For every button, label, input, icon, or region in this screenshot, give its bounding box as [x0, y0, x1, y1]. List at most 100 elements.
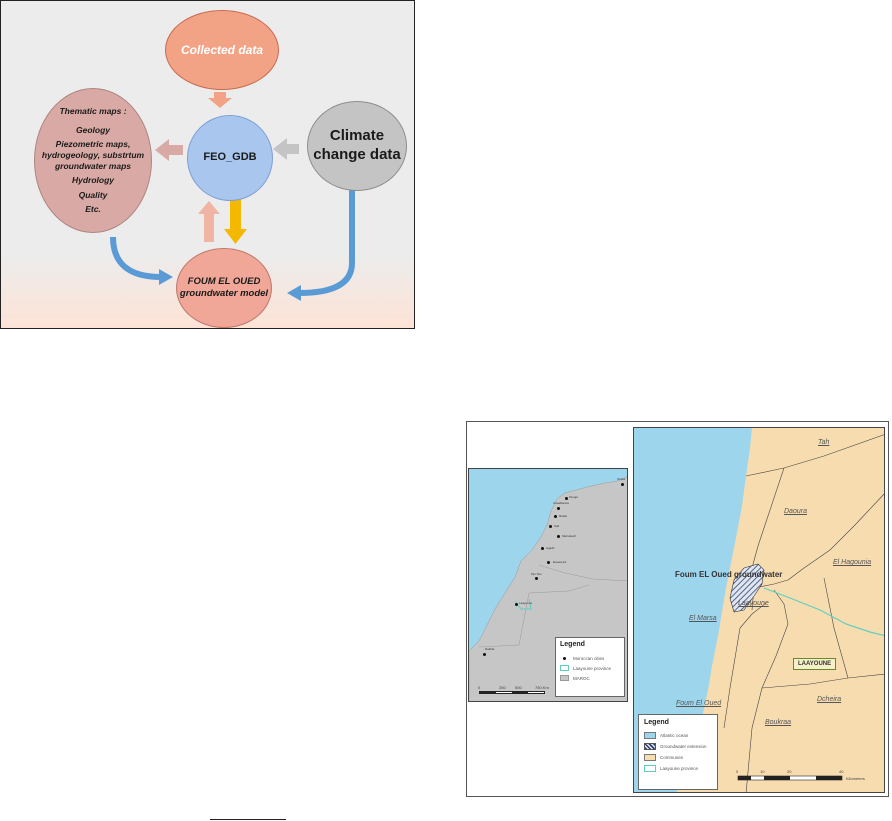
city-label: Casablanca: [553, 501, 569, 505]
city-label: Tanger: [569, 495, 579, 499]
groundwater-swatch-icon: [644, 743, 656, 750]
inset-legend-label: Laayoune province: [573, 665, 612, 671]
thematic-maps-node: Thematic maps : Geology Piezometric maps…: [34, 88, 152, 233]
city-label: Essaouira: [553, 560, 567, 564]
province-boundary: [763, 587, 884, 637]
arrow-climate-to-model: [298, 179, 355, 296]
climate-change-data-label: Climate change data: [313, 127, 401, 163]
map-figure: Oujda Tanger Casablanca Rabat Safi Marra…: [466, 421, 889, 797]
inset-province-outline: [514, 598, 532, 610]
place-label: Laayoune: [738, 600, 769, 607]
inset-legend-label: Moroccan cities: [573, 656, 605, 661]
inset-legend-title: Legend: [560, 641, 585, 648]
city-label: Safi: [554, 524, 560, 528]
province-swatch-icon: [560, 665, 569, 671]
city-marker: [621, 483, 624, 486]
flow-arrows: [110, 92, 355, 301]
groundwater-extension-area: [729, 563, 765, 613]
ocean-swatch-icon: [644, 732, 656, 739]
inset-legend: Legend Moroccan cities Laayoune province…: [555, 637, 625, 697]
inset-scale-label: 500: [515, 685, 522, 690]
city-label: Agadir: [546, 546, 555, 550]
collected-data-label: Collected data: [180, 42, 264, 57]
inset-scale-bar: [479, 691, 545, 694]
city-marker: [557, 507, 560, 510]
province-label: LAAYOUNE: [793, 658, 837, 670]
main-legend: Legend Atlantic ocean Groundwater extens…: [638, 714, 718, 790]
arrow-collected-to-db: [208, 92, 232, 108]
thematic-map-item: Geology: [75, 124, 110, 135]
main-map-graphic: [634, 428, 884, 792]
maroc-swatch-icon: [560, 675, 569, 681]
city-label: Tan Tan: [531, 572, 542, 576]
city-marker: [554, 515, 557, 518]
inset-scale-label: 250: [499, 685, 506, 690]
city-marker: [565, 497, 568, 500]
groundwater-model-label: FOUM EL OUED groundwater model: [179, 276, 269, 299]
place-label: Daoura: [784, 508, 807, 515]
database-node: FEO_GDB: [187, 115, 273, 201]
groundwater-model-node: FOUM EL OUED groundwater model: [176, 248, 272, 328]
city-marker: [483, 653, 486, 656]
inset-legend-item: Moroccan cities: [560, 656, 620, 661]
place-label: El Marsa: [689, 615, 717, 622]
communes-swatch-icon: [644, 754, 656, 761]
main-map: Foum EL Oued groundwater Tah Daoura El H…: [633, 427, 885, 793]
arrow-model-to-db: [198, 201, 220, 242]
database-label: FEO_GDB: [203, 151, 257, 164]
collected-data-node: Collected data: [165, 10, 279, 90]
place-label: Dcheira: [817, 696, 842, 703]
thematic-map-item: Quality: [78, 189, 108, 200]
footnote-rule: [210, 819, 286, 820]
city-label: Oujda: [617, 477, 626, 481]
main-legend-item: Groundwater extension: [644, 743, 712, 750]
main-legend-item: Laayoune province: [644, 765, 712, 772]
city-marker: [557, 535, 560, 538]
climate-change-data-node: Climate change data: [307, 101, 407, 191]
thematic-map-item: Hydrology: [71, 175, 115, 186]
main-scale-label: 40: [839, 769, 844, 774]
arrow-db-to-model: [224, 197, 247, 244]
city-label: Dakhla: [485, 647, 495, 651]
main-scale-label: 10: [760, 769, 765, 774]
city-marker: [535, 577, 538, 580]
province-swatch-icon: [644, 765, 656, 772]
thematic-maps-list: Thematic maps : Geology Piezometric maps…: [35, 102, 151, 219]
inset-legend-item: MAROC: [560, 675, 620, 681]
inset-scale-label: 0: [478, 685, 481, 690]
place-label: Boukraa: [765, 719, 792, 726]
city-dot-icon: [563, 657, 566, 660]
thematic-map-item: Piezometric maps, hydrogeology, substrtu…: [41, 139, 145, 171]
main-legend-label: Communes: [660, 755, 684, 760]
inset-borders: [538, 564, 627, 582]
main-scale-label: Kilometers: [846, 776, 865, 781]
arrow-thematic-to-model: [110, 236, 162, 280]
city-label: Rabat: [559, 514, 568, 518]
main-scale-label: 0: [736, 769, 739, 774]
city-label: Laayoune: [519, 601, 533, 605]
arrow-db-to-thematic: [155, 139, 183, 161]
main-legend-title: Legend: [644, 719, 669, 726]
inset-legend-label: MAROC: [573, 675, 590, 681]
main-legend-item: Atlantic ocean: [644, 732, 712, 739]
city-label: Marrakech: [562, 534, 577, 538]
city-marker: [549, 525, 552, 528]
main-legend-label: Laayoune province: [660, 766, 699, 771]
inset-map: Oujda Tanger Casablanca Rabat Safi Marra…: [468, 468, 628, 702]
inset-scale-label: 750 Km: [535, 685, 549, 690]
thematic-maps-heading: Thematic maps :: [59, 106, 127, 116]
thematic-map-item: Etc.: [85, 204, 101, 215]
groundwater-label: Foum EL Oued groundwater: [675, 570, 783, 579]
atlantic-ocean: [634, 428, 752, 792]
place-label: Tah: [818, 439, 830, 446]
main-legend-label: Groundwater extension: [660, 744, 707, 749]
city-marker: [547, 561, 550, 564]
main-legend-item: Communes: [644, 754, 712, 761]
commune-boundaries: [723, 434, 884, 792]
city-marker: [541, 547, 544, 550]
flow-diagram: Collected data FEO_GDB Climate change da…: [0, 0, 415, 329]
main-legend-label: Atlantic ocean: [660, 733, 689, 738]
inset-legend-item: Laayoune province: [560, 665, 620, 671]
arrow-climate-to-db: [273, 138, 299, 160]
main-scale-label: 20: [787, 769, 792, 774]
